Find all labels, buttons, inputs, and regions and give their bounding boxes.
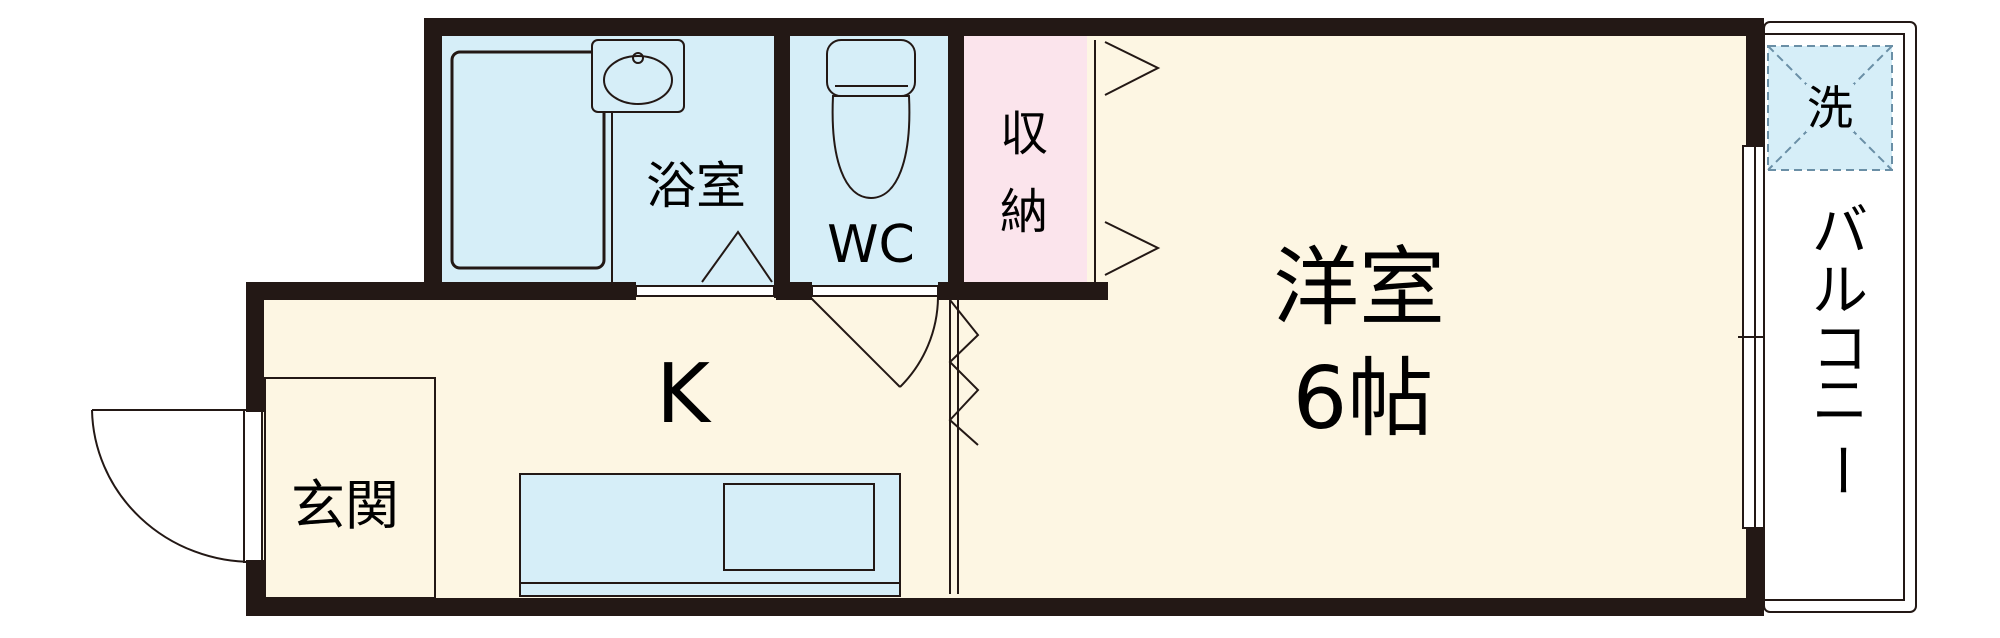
western-room-size: 6帖: [1293, 349, 1434, 449]
washbasin-bowl: [603, 55, 673, 105]
washer-label-bg: [1806, 84, 1854, 132]
bath-door-swing-icon: [701, 230, 773, 283]
faucet-icon: [632, 52, 644, 64]
wc-door-leaf: [809, 296, 901, 388]
balcony-label: バ ル コ ニ ー: [1808, 199, 1873, 498]
balcony-char-2: ル: [1812, 259, 1868, 324]
bathtub: [450, 50, 606, 270]
bathroom-label: 浴室: [646, 157, 746, 215]
western-room-area: [962, 36, 1748, 598]
entrance-door-frame: [243, 409, 263, 563]
wc-door-arc: [899, 296, 939, 388]
closet-door-top-icon: [1104, 41, 1161, 96]
toilet-bowl: [831, 95, 911, 200]
storage-area-overlay: [962, 36, 1087, 285]
sink: [723, 483, 875, 571]
washer-cross-a: [1767, 45, 1893, 171]
entrance-label: 玄関: [291, 474, 399, 537]
walls: [246, 18, 1764, 616]
sliding-door-zigzag: [948, 299, 980, 446]
balcony-char-5: ー: [1808, 442, 1873, 498]
closet-door-bottom-icon: [1104, 221, 1161, 276]
wc-door-opening: [811, 285, 939, 297]
balcony-char-3: コ: [1812, 317, 1868, 382]
washbasin: [591, 39, 685, 113]
washer-cross-b: [1767, 45, 1893, 171]
toilet-tank: [826, 39, 916, 97]
entrance-door-arc: [91, 409, 254, 563]
washer-label: 洗: [1807, 81, 1853, 135]
wc-label: WC: [827, 215, 915, 275]
storage-label-line2: 納: [1000, 184, 1048, 240]
kitchen-label: K: [656, 347, 712, 442]
western-room-label: 洋室: [1273, 238, 1445, 338]
balcony-char-4: ニ: [1812, 369, 1868, 434]
storage-label-line1: 収: [1000, 106, 1048, 162]
entrance-area: [264, 377, 436, 599]
bath-door-opening: [635, 285, 775, 297]
balcony-char-1: バ: [1812, 199, 1868, 264]
